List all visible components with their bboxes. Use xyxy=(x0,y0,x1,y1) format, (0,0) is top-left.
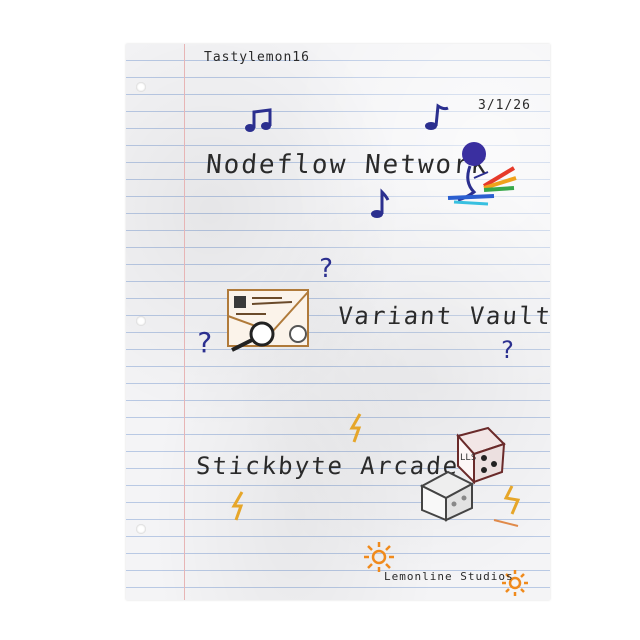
music-note-icon xyxy=(425,103,449,130)
question-mark-icon: ? xyxy=(500,336,516,364)
question-mark-icon: ? xyxy=(196,326,214,359)
margin-line xyxy=(184,44,185,600)
music-figure-icon xyxy=(447,142,517,206)
project-title-variant: Variant Vault xyxy=(337,302,553,330)
date-label: 3/1/26 xyxy=(478,98,531,113)
document-magnifier-icon xyxy=(227,289,309,352)
dice-icon: LLS xyxy=(419,426,506,522)
studio-name: Lemonline Studios xyxy=(384,570,514,583)
binder-hole xyxy=(136,82,146,92)
dice-label: LLS xyxy=(460,453,476,463)
lightning-icon xyxy=(231,491,244,521)
sun-icon xyxy=(364,542,394,572)
binder-hole xyxy=(136,524,146,534)
lightning-icon xyxy=(503,485,521,515)
music-note-icon xyxy=(371,188,390,218)
music-note-icon xyxy=(245,108,272,132)
author-name: Tastylemon16 xyxy=(204,50,310,65)
question-mark-icon: ? xyxy=(318,254,335,284)
binder-hole xyxy=(136,316,146,326)
scribble-mark xyxy=(493,519,519,527)
lightning-icon xyxy=(349,413,362,443)
sun-icon xyxy=(502,570,528,596)
